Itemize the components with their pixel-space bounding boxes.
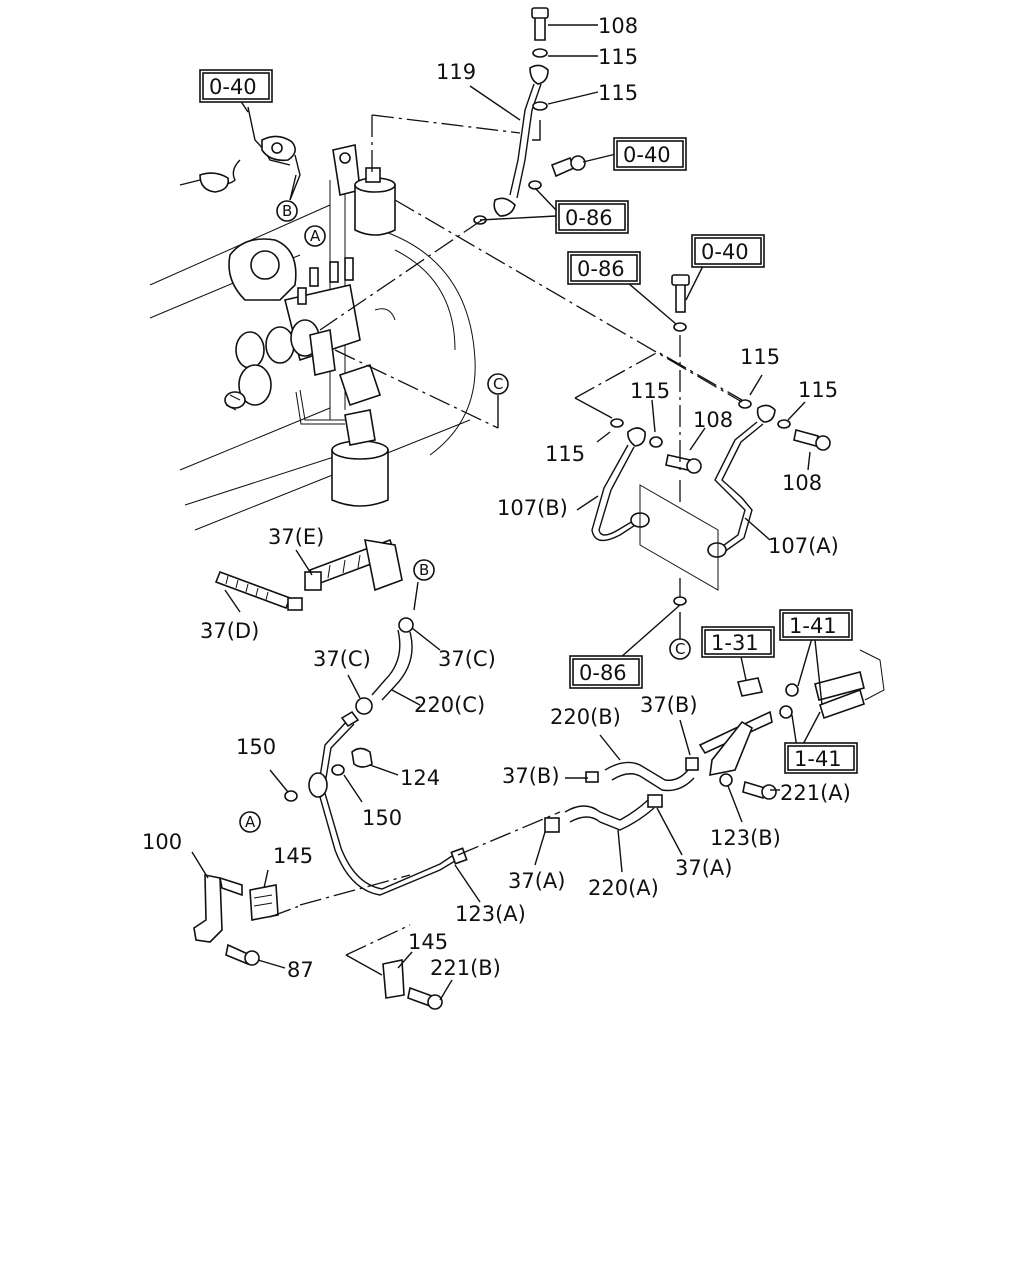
marker-c-bottom: C — [669, 638, 691, 660]
marker-b-top-text: B — [282, 202, 292, 220]
marker-a-bottom: A — [239, 811, 261, 833]
marker-a-top: A — [304, 225, 326, 247]
ref-0-40-right[interactable]: 0-40 — [691, 234, 765, 268]
label-115-top: 115 — [598, 45, 638, 69]
label-220b: 220(B) — [550, 705, 621, 729]
marker-b-top: B — [276, 200, 298, 222]
leak-off-pipes — [591, 274, 831, 606]
ref-1-41-top-text: 1-41 — [789, 614, 837, 638]
ref-1-41-top[interactable]: 1-41 — [779, 609, 853, 641]
feed-pipe-119 — [473, 7, 586, 225]
marker-b-bottom-text: B — [419, 561, 429, 579]
label-37a-right: 37(A) — [675, 856, 732, 880]
cable-ties — [214, 538, 403, 611]
label-108-right: 108 — [782, 471, 822, 495]
label-37c-left: 37(C) — [313, 647, 371, 671]
callout-labels: 108 115 119 115 115 115 115 115 108 108 … — [142, 14, 851, 982]
label-37e: 37(E) — [268, 525, 324, 549]
label-145-bottom: 145 — [408, 930, 448, 954]
label-221b: 221(B) — [430, 956, 501, 980]
ref-0-40-topleft-text: 0-40 — [209, 75, 257, 99]
label-124: 124 — [400, 766, 440, 790]
label-37b-left: 37(B) — [502, 764, 560, 788]
marker-a-top-text: A — [310, 227, 321, 245]
label-37c-right: 37(C) — [438, 647, 496, 671]
return-hoses — [284, 617, 885, 896]
leader-lines — [191, 24, 823, 1001]
label-115-second: 115 — [598, 81, 638, 105]
connection-markers: B A C B C A — [239, 200, 691, 833]
label-108-top: 108 — [598, 14, 638, 38]
marker-a-bottom-text: A — [245, 813, 256, 831]
label-150-top: 150 — [236, 735, 276, 759]
label-115-right-a: 115 — [740, 345, 780, 369]
label-150-bottom: 150 — [362, 806, 402, 830]
bracket-clamps — [193, 874, 443, 1010]
label-37a-left: 37(A) — [508, 869, 565, 893]
label-107b: 107(B) — [497, 496, 568, 520]
label-221a: 221(A) — [780, 781, 851, 805]
ref-1-41-bottom-text: 1-41 — [794, 747, 842, 771]
label-123a: 123(A) — [455, 902, 526, 926]
ref-0-86-mid[interactable]: 0-86 — [567, 251, 641, 285]
label-100: 100 — [142, 830, 182, 854]
ref-0-40-topleft[interactable]: 0-40 — [199, 69, 273, 103]
label-115-mid: 115 — [630, 379, 670, 403]
ref-0-40-bolt-text: 0-40 — [623, 143, 671, 167]
label-108-mid: 108 — [693, 408, 733, 432]
label-119: 119 — [436, 60, 476, 84]
label-145-top: 145 — [273, 844, 313, 868]
ref-1-31[interactable]: 1-31 — [701, 626, 775, 658]
ref-0-86-bottom[interactable]: 0-86 — [569, 655, 643, 689]
ref-0-86-mid-text: 0-86 — [577, 257, 625, 281]
ref-0-86-top-text: 0-86 — [565, 206, 613, 230]
marker-c-top: C — [487, 373, 509, 395]
label-37d: 37(D) — [200, 619, 259, 643]
label-87: 87 — [287, 958, 314, 982]
label-220c: 220(C) — [414, 693, 485, 717]
ref-0-40-bolt[interactable]: 0-40 — [613, 137, 687, 171]
marker-b-bottom: B — [413, 559, 435, 581]
ref-0-86-top[interactable]: 0-86 — [555, 200, 629, 234]
engine-illustration — [149, 144, 476, 531]
ref-1-41-bottom[interactable]: 1-41 — [784, 742, 858, 774]
label-115-right-b: 115 — [798, 378, 838, 402]
ref-1-31-text: 1-31 — [711, 631, 759, 655]
reference-boxes: 0-40 0-40 0-86 0-86 0-40 0-86 — [199, 69, 858, 774]
label-220a: 220(A) — [588, 876, 659, 900]
ref-0-86-bottom-text: 0-86 — [579, 661, 627, 685]
glow-plug-harness — [179, 106, 301, 201]
ref-0-40-right-text: 0-40 — [701, 240, 749, 264]
label-123b: 123(B) — [710, 826, 781, 850]
label-115-left: 115 — [545, 442, 585, 466]
marker-c-top-text: C — [493, 375, 503, 393]
label-107a: 107(A) — [768, 534, 839, 558]
marker-c-bottom-text: C — [675, 640, 685, 658]
label-37b-top: 37(B) — [640, 693, 698, 717]
